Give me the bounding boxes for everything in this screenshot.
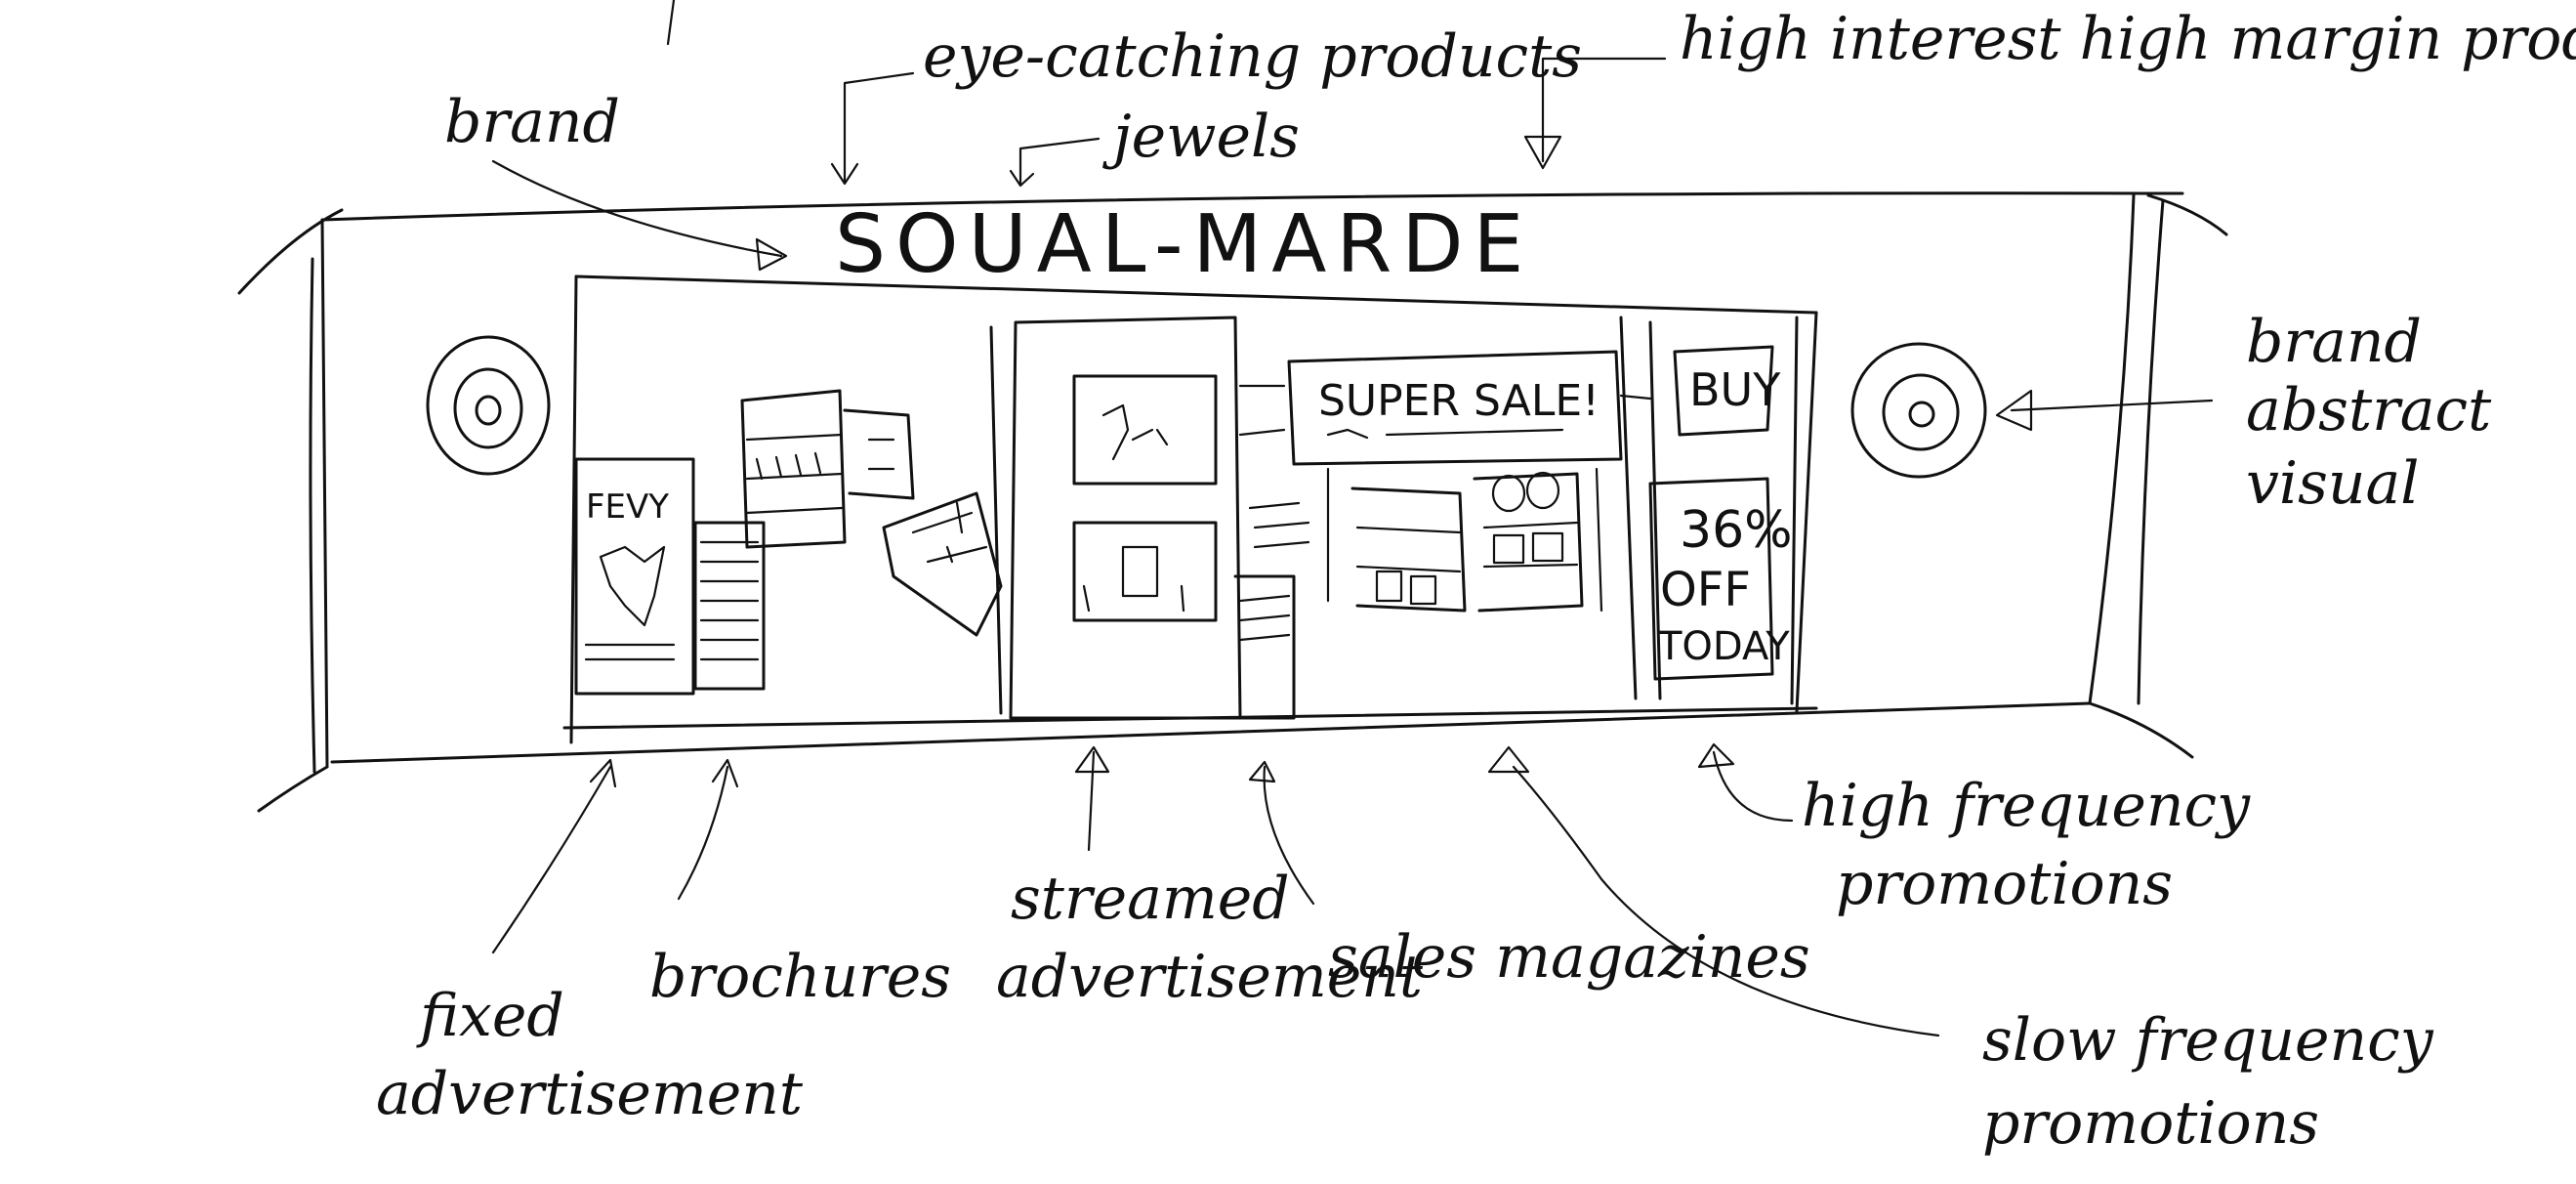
brand-sign-text: SOUAL-MARDE — [835, 198, 1533, 291]
label-streamed-advertisement: streamed advertisement — [996, 745, 1424, 1011]
label-high-interest: high interest high margin products — [1523, 5, 2576, 170]
fixed-advertisement-poster: FEVY — [574, 457, 695, 696]
promotion-column — [1619, 316, 1799, 705]
label-slow-freq-2: promotions — [1982, 1089, 2319, 1158]
streamed-advertisement-screen — [989, 316, 1242, 720]
brochure-stand — [693, 521, 766, 691]
label-fixed-advertisement: fixed advertisement — [376, 758, 804, 1128]
label-brochures-text: brochures — [649, 943, 951, 1011]
label-brand-abstract-1: brand — [2246, 308, 2422, 376]
label-sales-magazines: sales magazines — [1248, 760, 1810, 992]
super-sale-text: SUPER SALE! — [1318, 376, 1600, 426]
brand-abstract-visual-left — [426, 335, 551, 476]
buy-sign-text: BUY — [1689, 363, 1781, 416]
product-shelf-angled — [882, 491, 1003, 637]
label-jewels: jewels — [1009, 103, 1300, 188]
label-high-frequency-promotions: high frequency promotions — [1697, 742, 2251, 918]
product-shelf-right — [1326, 467, 1603, 613]
label-jewels-text: jewels — [1102, 103, 1300, 171]
sales-magazines-stand — [1233, 501, 1310, 720]
super-sale-banner: SUPER SALE! — [1238, 350, 1652, 466]
label-top-left-stroke — [666, 0, 676, 46]
brand-abstract-visual-right — [1850, 342, 1987, 479]
label-streamed-ad-2: advertisement — [996, 943, 1424, 1011]
label-brand-text: brand — [444, 88, 620, 156]
label-brochures: brochures — [649, 758, 951, 1011]
label-high-freq-2: promotions — [1836, 850, 2173, 918]
label-high-interest-text: high interest high margin products — [1680, 5, 2576, 73]
discount-line-2: OFF — [1660, 563, 1751, 617]
discount-line-3: TODAY — [1657, 624, 1790, 669]
discount-line-1: 36% — [1680, 501, 1793, 560]
label-slow-freq-1: slow frequency — [1982, 1006, 2434, 1075]
poster-text: FEVY — [586, 487, 669, 527]
label-brand-abstract-3: visual — [2246, 449, 2419, 518]
label-brand: brand — [444, 88, 788, 272]
product-shelf-left — [740, 389, 915, 549]
label-eye-catching-text: eye-catching products — [923, 22, 1582, 91]
brand-sign: SOUAL-MARDE — [835, 198, 1533, 291]
label-sales-magazines-text: sales magazines — [1328, 923, 1810, 992]
storefront-facade — [237, 191, 2228, 813]
label-streamed-ad-1: streamed — [1011, 865, 1290, 933]
label-fixed-ad-2: advertisement — [376, 1060, 804, 1128]
label-eye-catching: eye-catching products — [830, 22, 1582, 186]
label-slow-frequency-promotions: slow frequency promotions — [1487, 745, 2434, 1158]
label-brand-abstract-visual: brand abstract visual — [1995, 308, 2492, 518]
label-high-freq-1: high frequency — [1802, 772, 2251, 840]
discount-sign: 36% OFF TODAY — [1648, 477, 1793, 681]
buy-sign: BUY — [1673, 345, 1781, 437]
label-brand-abstract-2: abstract — [2246, 376, 2492, 444]
label-fixed-ad-1: fixed — [416, 982, 564, 1050]
